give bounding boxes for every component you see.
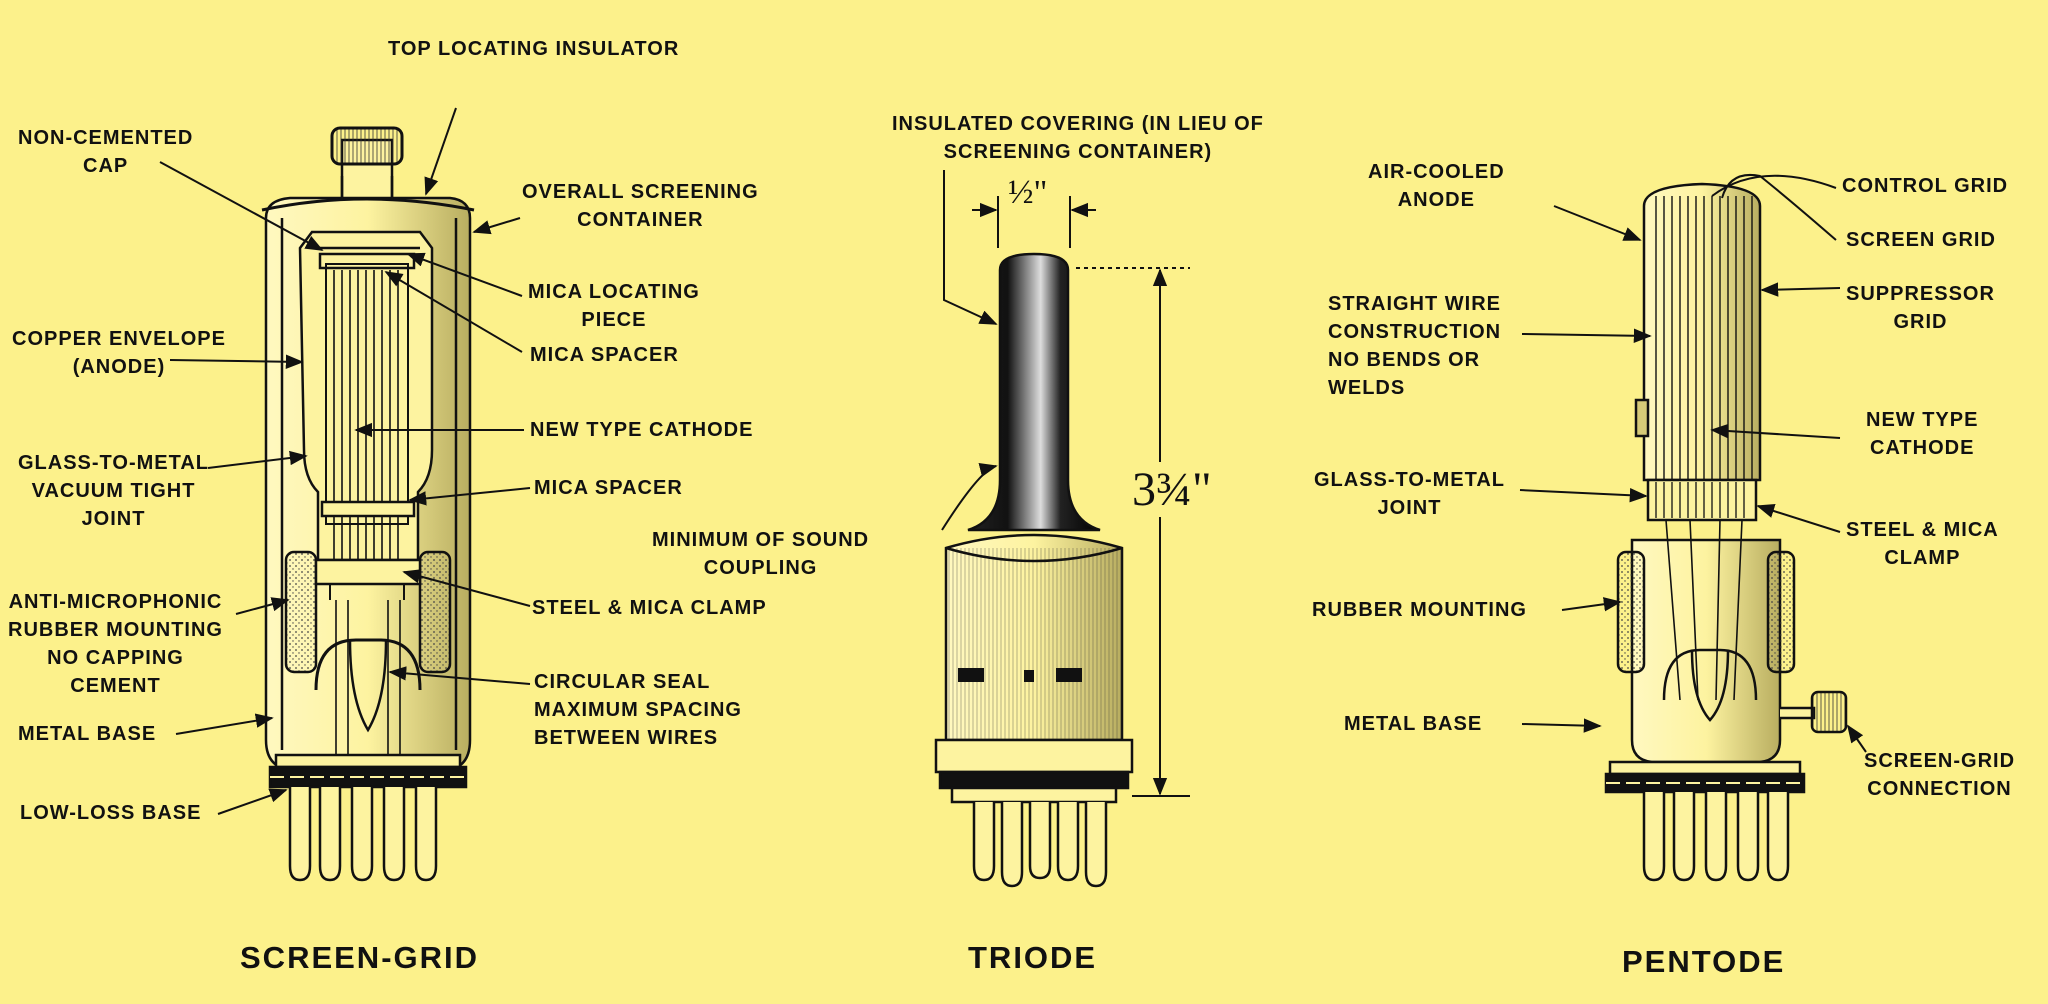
label-control-grid: CONTROL GRID — [1842, 175, 2009, 197]
label-screen-grid-connection: SCREEN-GRID CONNECTION — [1864, 750, 2016, 800]
pentode-leaders — [1519, 174, 1867, 753]
label-anti-microphonic: ANTI-MICROPHONIC RUBBER MOUNTING NO CAPP… — [8, 591, 223, 697]
label-mica-spacer-top: MICA SPACER — [530, 344, 679, 366]
label-screen-grid: SCREEN GRID — [1846, 229, 1996, 251]
title-screen-grid: SCREEN-GRID — [240, 940, 480, 975]
label-insulated-covering: INSULATED COVERING (IN LIEU OF SCREENING… — [892, 113, 1264, 163]
label-mica-spacer-mid: MICA SPACER — [534, 477, 683, 499]
label-mica-locating-piece: MICA LOCATING PIECE — [528, 281, 700, 331]
label-steel-mica-clamp: STEEL & MICA CLAMP — [532, 597, 767, 619]
label-non-cemented-cap: NON-CEMENTED CAP — [18, 127, 194, 177]
dimension-height: 3¾" — [1132, 462, 1212, 517]
triode-valve — [934, 252, 1134, 888]
title-pentode: PENTODE — [1622, 944, 1786, 979]
label-glass-to-metal-pentode: GLASS-TO-METAL JOINT — [1314, 469, 1506, 519]
title-triode: TRIODE — [968, 940, 1098, 975]
label-low-loss-base: LOW-LOSS BASE — [20, 802, 202, 824]
label-circular-seal: CIRCULAR SEAL MAXIMUM SPACING BETWEEN WI… — [534, 671, 742, 749]
label-copper-envelope: COPPER ENVELOPE (ANODE) — [12, 328, 226, 378]
screen-grid-leaders — [159, 107, 531, 815]
label-top-locating-insulator: TOP LOCATING INSULATOR — [388, 38, 680, 60]
dimension-width: ½" — [1008, 174, 1048, 211]
label-steel-mica-clamp-pentode: STEEL & MICA CLAMP — [1846, 519, 1999, 569]
screen-grid-valve — [261, 126, 475, 882]
label-new-type-cathode: NEW TYPE CATHODE — [530, 419, 754, 441]
pentode-valve — [1604, 182, 1848, 882]
label-glass-to-metal: GLASS-TO-METAL VACUUM TIGHT JOINT — [18, 452, 210, 530]
label-rubber-mounting: RUBBER MOUNTING — [1312, 599, 1527, 621]
label-overall-screening-container: OVERALL SCREENING CONTAINER — [522, 181, 759, 231]
label-new-type-cathode-pentode: NEW TYPE CATHODE — [1866, 409, 1979, 459]
label-metal-base-pentode: METAL BASE — [1344, 713, 1483, 735]
label-minimum-sound-coupling: MINIMUM OF SOUND COUPLING — [652, 529, 870, 579]
label-metal-base-sg: METAL BASE — [18, 723, 157, 745]
label-air-cooled-anode: AIR-COOLED ANODE — [1368, 161, 1505, 211]
label-straight-wire: STRAIGHT WIRE CONSTRUCTION NO BENDS OR W… — [1328, 293, 1502, 399]
triode-leaders — [941, 170, 1190, 797]
label-suppressor-grid: SUPPRESSOR GRID — [1846, 283, 1995, 333]
